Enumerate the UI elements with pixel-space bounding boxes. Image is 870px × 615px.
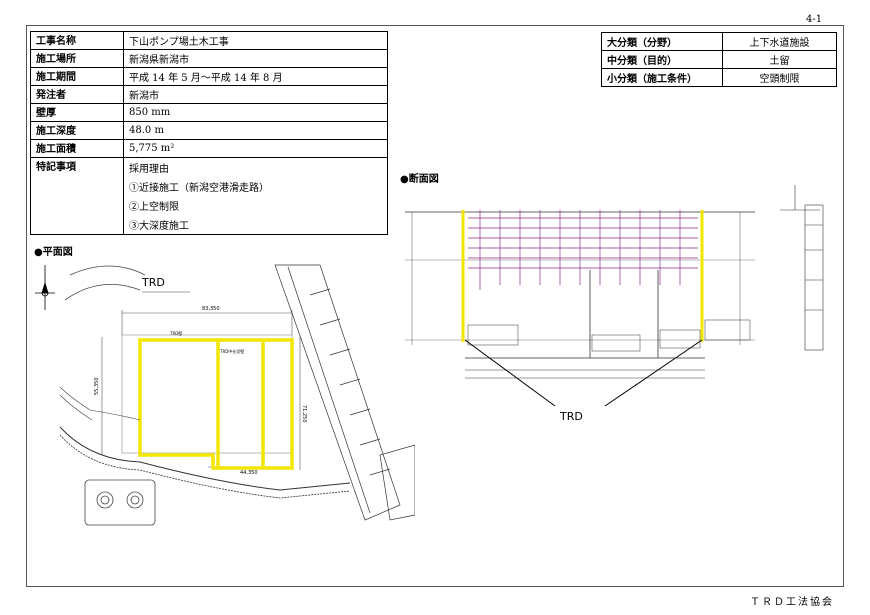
project-row: 発注者新潟市: [30, 85, 388, 104]
row-value: 空頭制限: [722, 68, 837, 87]
classification-row: 中分類（目的）土留: [601, 50, 837, 69]
trd-wall-plan: [138, 338, 294, 470]
section-view-label: ●断面図: [400, 174, 439, 185]
row-label: 小分類（施工条件）: [601, 68, 723, 87]
row-value: 平成 14 年 5 月～平成 14 年 8 月: [123, 67, 388, 86]
row-value: 新潟県新潟市: [123, 49, 388, 68]
row-label: 工事名称: [30, 31, 124, 50]
page-number: 4-1: [806, 14, 823, 25]
plan-trd-label: TRD: [142, 276, 165, 289]
classification-table: 大分類（分野）上下水道施設中分類（目的）土留小分類（施工条件）空頭制限: [601, 32, 837, 87]
project-row: ③大深度施工: [31, 215, 388, 235]
strut-frame: [468, 210, 698, 290]
elevation-scale: [780, 185, 824, 351]
row-value: ②上空制限: [123, 196, 388, 215]
svg-text:TRD壁: TRD壁: [169, 330, 182, 336]
classification-row: 小分類（施工条件）空頭制限: [601, 68, 837, 87]
row-value: ③大深度施工: [123, 215, 388, 235]
page-frame: [26, 25, 844, 587]
row-value: ①近接施工（新潟空港滑走路）: [123, 177, 388, 196]
north-arrow-icon: [35, 265, 55, 310]
svg-text:TRD中仕切壁: TRD中仕切壁: [219, 348, 244, 354]
trd-wall-section: [461, 210, 704, 342]
plan-view-drawing: 83,350 55,350 71,250 44,350 TRD壁 TRD中仕切壁: [35, 264, 415, 526]
dim-top: 83,350: [202, 306, 220, 312]
tank-icon: [84, 479, 156, 526]
row-value: 新潟市: [123, 85, 388, 104]
row-label: 施工場所: [30, 49, 124, 68]
row-label: 壁厚: [30, 103, 124, 122]
row-label: 中分類（目的）: [601, 50, 723, 69]
row-value: 上下水道施設: [722, 32, 837, 51]
row-label: 施工面積: [30, 139, 124, 158]
row-value: 採用理由: [123, 157, 388, 177]
row-label: 施工期間: [30, 67, 124, 86]
row-value: 土留: [722, 50, 837, 69]
row-label: 特記事項: [30, 157, 124, 235]
project-row: ②上空制限: [31, 196, 388, 215]
project-row: 施工場所新潟県新潟市: [30, 49, 388, 68]
row-label: 施工深度: [30, 121, 124, 140]
plan-view-label: ●平面図: [34, 247, 73, 258]
row-value: 850 mm: [123, 103, 388, 122]
row-value: 48.0 m: [123, 121, 388, 140]
section-view-drawing: [405, 185, 824, 407]
project-row: 特記事項採用理由: [30, 157, 388, 235]
project-row: ①近接施工（新潟空港滑走路）: [31, 177, 388, 196]
row-label: 発注者: [30, 85, 124, 104]
project-row: 施工期間平成 14 年 5 月～平成 14 年 8 月: [30, 67, 388, 86]
footer-text: ＴＲＤ工法協会: [750, 597, 834, 608]
dim-bottom: 44,350: [240, 470, 258, 476]
dim-right: 71,250: [301, 405, 307, 423]
row-value: 下山ポンプ場土木工事: [123, 31, 388, 50]
project-info-table: 工事名称下山ポンプ場土木工事施工場所新潟県新潟市施工期間平成 14 年 5 月～…: [30, 31, 388, 235]
airport-building-strip: [274, 264, 415, 521]
project-row: 工事名称下山ポンプ場土木工事: [30, 31, 388, 50]
classification-row: 大分類（分野）上下水道施設: [601, 32, 837, 51]
row-label: 大分類（分野）: [601, 32, 723, 51]
dim-left: 55,350: [94, 378, 100, 396]
section-trd-label: TRD: [560, 410, 583, 423]
row-value: 5,775 m²: [123, 139, 388, 158]
